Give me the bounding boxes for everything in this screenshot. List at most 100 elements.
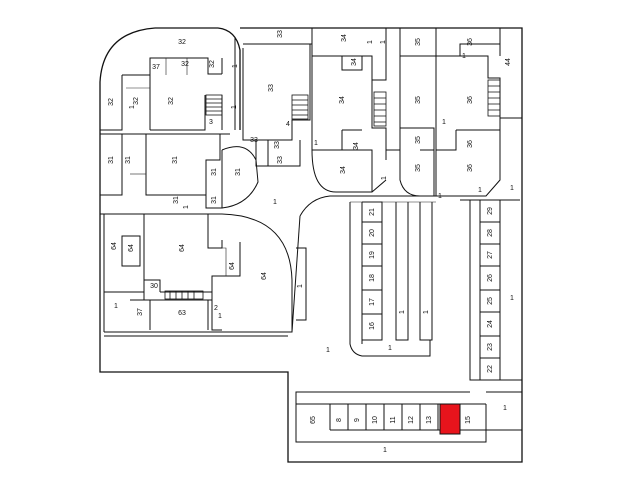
label-1: 1: [478, 187, 482, 194]
label-1: 1: [232, 64, 239, 68]
building-35: [386, 28, 437, 197]
label-13: 13: [426, 416, 433, 424]
label-34: 34: [339, 96, 346, 104]
label-1: 1: [388, 345, 392, 352]
unit-labels: 32 37 32 32 32 32 32 33 33 33 33 33 34 3…: [108, 30, 514, 454]
building-33: [242, 43, 312, 167]
label-37: 37: [137, 308, 144, 316]
label-26: 26: [487, 274, 494, 282]
label-19: 19: [369, 251, 376, 259]
label-33: 33: [250, 137, 258, 144]
label-22: 22: [487, 365, 494, 373]
label-64: 64: [128, 244, 135, 252]
label-1: 1: [383, 447, 387, 454]
label-36: 36: [467, 140, 474, 148]
label-1: 1: [510, 185, 514, 192]
label-10: 10: [372, 416, 379, 424]
label-30: 30: [150, 283, 158, 290]
label-1: 1: [114, 303, 118, 310]
label-35: 35: [415, 38, 422, 46]
label-1: 1: [442, 119, 446, 126]
label-1: 1: [503, 405, 507, 412]
garage-block-22-29: [469, 200, 522, 381]
label-1: 1: [367, 40, 374, 44]
label-36: 36: [467, 96, 474, 104]
label-1: 1: [462, 53, 466, 60]
label-34: 34: [341, 34, 348, 42]
label-35: 35: [415, 164, 422, 172]
label-31: 31: [173, 196, 180, 204]
label-25: 25: [487, 297, 494, 305]
label-20: 20: [369, 229, 376, 237]
label-8: 8: [336, 418, 343, 422]
label-15: 15: [465, 416, 472, 424]
label-31: 31: [211, 168, 218, 176]
label-64: 64: [179, 244, 186, 252]
label-64: 64: [229, 262, 236, 270]
label-1: 1: [183, 205, 190, 209]
label-1: 1: [129, 105, 136, 109]
building-36: [435, 28, 522, 197]
label-32: 32: [209, 60, 216, 68]
label-64: 64: [261, 272, 268, 280]
highlighted-unit[interactable]: [439, 403, 461, 435]
label-1: 1: [381, 176, 388, 180]
label-64: 64: [111, 242, 118, 250]
label-12: 12: [408, 416, 415, 424]
garage-block-16-21: [349, 201, 436, 357]
label-29: 29: [487, 207, 494, 215]
label-63: 63: [178, 310, 186, 317]
label-65: 65: [310, 416, 317, 424]
label-31: 31: [125, 156, 132, 164]
label-1: 1: [231, 105, 238, 109]
label-23: 23: [487, 343, 494, 351]
label-1: 1: [380, 40, 387, 44]
label-44: 44: [505, 58, 512, 66]
building-31: [100, 134, 259, 215]
label-16: 16: [369, 322, 376, 330]
label-18: 18: [369, 274, 376, 282]
label-34: 34: [353, 142, 360, 150]
label-33: 33: [277, 156, 284, 164]
building-32: [100, 38, 236, 135]
label-35: 35: [415, 136, 422, 144]
label-32: 32: [108, 98, 115, 106]
label-31: 31: [108, 156, 115, 164]
label-27: 27: [487, 251, 494, 259]
label-33: 33: [277, 30, 284, 38]
label-32: 32: [181, 61, 189, 68]
site-boundary: [99, 27, 523, 463]
label-32: 32: [168, 97, 175, 105]
label-3: 3: [209, 119, 213, 126]
building-64: [103, 213, 293, 333]
label-36: 36: [467, 164, 474, 172]
label-31: 31: [172, 156, 179, 164]
label-34: 34: [351, 58, 358, 66]
label-1: 1: [314, 140, 318, 147]
label-4: 4: [286, 121, 290, 128]
label-11: 11: [390, 416, 397, 423]
label-33: 33: [274, 141, 281, 149]
label-1: 1: [218, 313, 222, 320]
label-9: 9: [354, 418, 361, 422]
label-32: 32: [133, 97, 140, 105]
label-21: 21: [369, 208, 376, 216]
label-1: 1: [510, 295, 514, 302]
label-31: 31: [211, 196, 218, 204]
building-34: [311, 28, 387, 193]
label-28: 28: [487, 229, 494, 237]
label-1: 1: [423, 310, 430, 314]
label-32: 32: [178, 39, 186, 46]
label-24: 24: [487, 320, 494, 328]
label-36: 36: [467, 38, 474, 46]
label-34: 34: [340, 166, 347, 174]
label-37: 37: [152, 64, 160, 71]
label-1: 1: [438, 193, 442, 200]
label-31: 31: [235, 168, 242, 176]
garage-row-bottom: [295, 391, 523, 443]
label-2: 2: [214, 305, 218, 312]
label-1: 1: [297, 284, 304, 288]
label-1: 1: [326, 347, 330, 354]
label-17: 17: [369, 298, 376, 306]
